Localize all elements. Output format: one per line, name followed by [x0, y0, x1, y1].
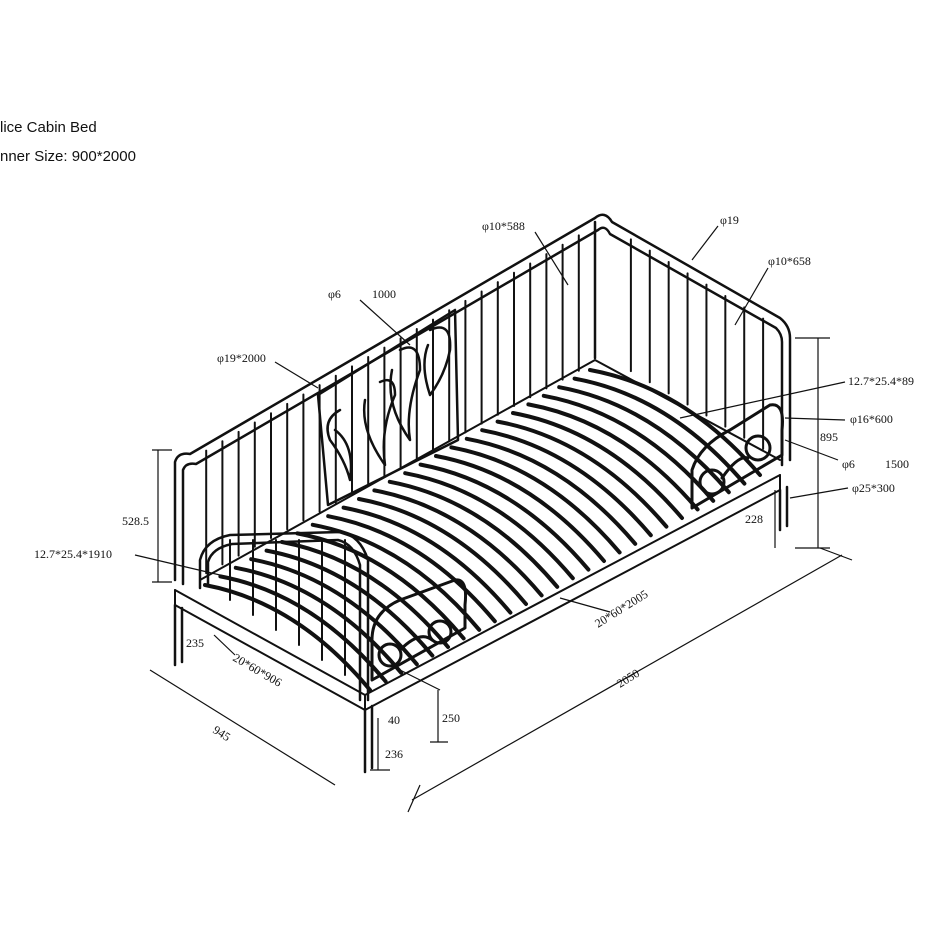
bed-slat	[511, 411, 684, 520]
legs	[173, 485, 789, 774]
back-rail	[173, 213, 792, 586]
bed-slat	[387, 479, 560, 589]
bed-slat	[557, 385, 731, 495]
title-line-2: nner Size: 900*2000	[0, 148, 136, 165]
label-flat-right: 12.7*25.4*89	[848, 374, 914, 388]
bed-slat	[341, 505, 513, 615]
bed-slat	[203, 583, 372, 692]
label-width-945: 945	[210, 723, 233, 744]
dimension-labels: φ10*588 φ19 φ10*658 φ6 1000 φ19*2000 12.…	[34, 213, 914, 761]
bed-slat	[418, 462, 591, 572]
scroll-panel-right	[690, 403, 784, 510]
bed-slat	[588, 368, 762, 477]
bed-slat	[480, 428, 653, 538]
label-phi6-right: φ6	[842, 457, 855, 471]
bed-slat	[572, 376, 747, 486]
scroll-panel-front	[370, 578, 467, 682]
label-dim-235: 235	[186, 636, 204, 650]
label-height-5285: 528.5	[122, 514, 149, 528]
bed-frame	[173, 213, 792, 774]
bed-slat	[495, 419, 669, 529]
bed-slat	[326, 514, 497, 624]
bed-slat	[249, 557, 419, 667]
bed-slat	[233, 565, 404, 675]
label-dim-228: 228	[745, 512, 763, 526]
label-dim-250: 250	[442, 711, 460, 725]
bed-slat	[526, 402, 700, 512]
bed-slat	[403, 471, 575, 581]
label-len-1500: 1500	[885, 457, 909, 471]
bed-slat	[264, 548, 435, 658]
bed-slat	[357, 497, 528, 606]
label-bar-600: φ16*600	[850, 412, 893, 426]
label-rod-588: φ10*588	[482, 219, 525, 233]
base-frame	[174, 359, 781, 711]
label-len-1000: 1000	[372, 287, 396, 301]
bed-slat	[295, 531, 466, 641]
bed-slat	[434, 454, 606, 563]
label-dim-236: 236	[385, 747, 403, 761]
label-tube-2005: 20*60*2005	[592, 587, 650, 631]
bed-slat	[372, 488, 544, 598]
bed-slat	[310, 522, 482, 632]
label-length-2050: 2050	[614, 666, 642, 691]
label-phi6-top: φ6	[328, 287, 341, 301]
bed-slat	[541, 393, 716, 503]
label-flat-left: 12.7*25.4*1910	[34, 547, 112, 561]
label-rod-658: φ10*658	[768, 254, 811, 268]
label-dim-40: 40	[388, 713, 400, 727]
label-tube-906: 20*60*906	[231, 650, 285, 689]
label-rail-2000: φ19*2000	[217, 351, 266, 365]
front-end	[198, 530, 370, 702]
bed-slat	[464, 436, 638, 546]
leader-lines	[134, 225, 853, 813]
back-spindles	[205, 234, 765, 676]
label-leg-300: φ25*300	[852, 481, 895, 495]
label-height-895: 895	[820, 430, 838, 444]
bed-slat	[449, 445, 622, 555]
label-tube-19: φ19	[720, 213, 739, 227]
scroll-panel-back	[316, 308, 460, 507]
title-line-1: lice Cabin Bed	[0, 119, 97, 136]
